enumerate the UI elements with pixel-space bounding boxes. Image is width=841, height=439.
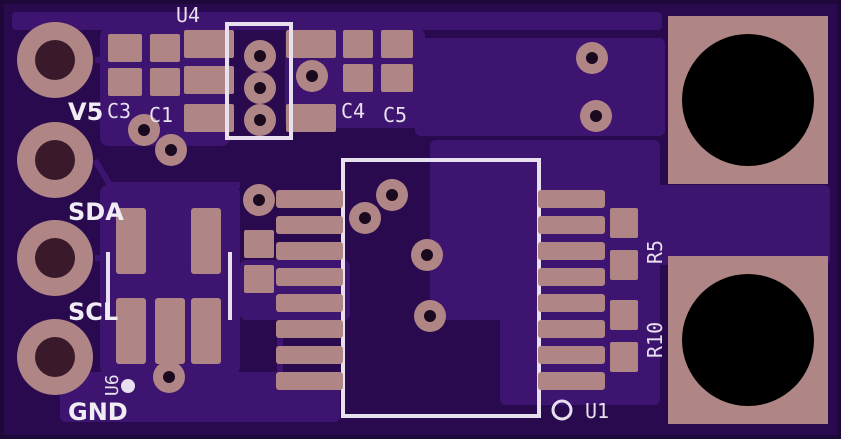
resistor-pads [610,208,638,372]
u1-side-pads [244,230,274,293]
mount-hole-bottom [682,274,814,406]
u6-silk [106,252,232,320]
label-u4: U4 [176,3,200,27]
vias [128,42,612,393]
label-u6: U6 [102,374,123,396]
label-r10: R10 [643,322,667,358]
u1-pins-left [276,190,343,390]
label-sda: SDA [68,198,124,226]
cap-pads-right [343,30,413,92]
label-gnd: GND [68,398,128,426]
label-u1: U1 [585,399,609,423]
header-pins [17,22,93,395]
label-c3: C3 [107,99,131,123]
label-c5: C5 [383,103,407,127]
u6-pin1-dot [121,379,135,393]
u6-pads [116,208,221,364]
mounting-holes [668,16,828,424]
mount-hole-top [682,34,814,166]
cap-pads-left [108,34,180,96]
label-scl: SCL [68,298,118,326]
label-c1: C1 [149,103,173,127]
label-r5: R5 [643,240,667,264]
u4-regulator [184,22,336,140]
label-v5: V5 [68,98,103,126]
u1-pins-right [538,190,605,390]
label-c4: C4 [341,99,365,123]
u1-pin1-marker [551,399,573,421]
u1-outline [341,158,541,418]
